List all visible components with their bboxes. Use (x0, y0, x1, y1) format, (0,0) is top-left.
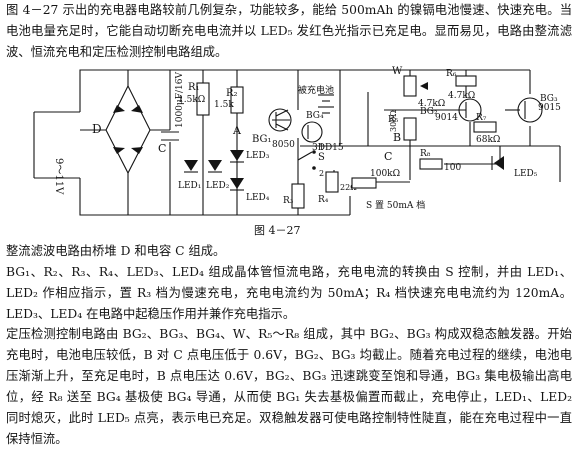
voltage-detect-paragraph: 定压检测控制电路由 BG₂、BG₃、BG₄、W、R₅～R₈ 组成，其中 BG₂、… (6, 327, 572, 446)
filter-capacitor (161, 131, 179, 141)
r6-label: R₆ (446, 69, 457, 79)
resistor-r8 (419, 158, 443, 170)
w-wiper-arrow (420, 82, 428, 90)
bg2-label: BG₂ (420, 107, 438, 117)
bg4-label: BG₄ (306, 111, 324, 121)
bg3-type: 9015 (538, 103, 561, 113)
r1-label: R₁ (188, 82, 200, 93)
r2-value: 1.5k (214, 100, 234, 110)
resistor-r5 (403, 117, 417, 141)
resistor-r1 (196, 82, 210, 116)
bg1-label: BG₁ (252, 134, 272, 145)
battery-label: 被充电池 (298, 84, 334, 96)
r7-label: R₇ (476, 113, 487, 123)
ac-source-label: 9～11V (53, 158, 64, 195)
transistor-bg1 (268, 108, 292, 132)
transistor-bg4 (301, 121, 323, 143)
r1-value: 1.5kΩ (178, 95, 205, 105)
r7-value: 68kΩ (476, 135, 500, 145)
led1-symbol (184, 160, 198, 173)
bg3-label: BG₃ (540, 94, 558, 104)
resistor-r6 (455, 75, 477, 87)
bridge-label: D (92, 122, 102, 136)
resistor-100k (351, 177, 377, 189)
bridge-rectifier (34, 84, 170, 179)
switch-note: S 置 50mA 档 (366, 199, 425, 211)
r4-label: R₄ (318, 195, 329, 205)
bg4-type: 3DD15 (312, 143, 344, 153)
node-c-label: C (384, 150, 392, 163)
r3-value: 100kΩ (370, 169, 400, 179)
capacitor-value: 1000μF/16V (175, 72, 185, 128)
r8-label: R₈ (420, 149, 431, 159)
r6-value: 4.7kΩ (448, 91, 475, 101)
resistor-r4 (325, 171, 339, 193)
bg2-type: 9014 (435, 113, 458, 123)
r4-value: 22Ω (340, 183, 357, 192)
pin1-label: 1 (319, 143, 324, 152)
capacitor-label: C (158, 142, 166, 155)
switch-label: S (318, 152, 325, 163)
led1-label: LED₁ (178, 181, 201, 191)
led4-label: LED₄ (246, 193, 270, 203)
resistor-r7 (473, 121, 497, 133)
w-value: 4.7kΩ (418, 99, 445, 109)
r5-value: 300Ω (389, 110, 398, 132)
led4-symbol (230, 178, 244, 191)
transistor-bg2 (458, 98, 482, 122)
r8-value: 100 (444, 163, 461, 173)
intro-paragraph: 图 4－27 示出的充电器电路较前几例复杂，功能较多，能给 500mAh 的镍镉… (6, 3, 572, 59)
r5-label: R₅ (388, 115, 399, 125)
r3-label: R₃ (283, 196, 294, 206)
r2-label: R₂ (226, 88, 238, 99)
constant-current-paragraph: BG₁、R₂、R₃、R₄、LED₃、LED₄ 组成晶体管恒流电路，充电电流的转换… (6, 265, 572, 321)
node-a-label: A (232, 124, 242, 137)
rectifier-paragraph: 整流滤波电路由桥堆 D 和电容 C 组成。 (6, 244, 226, 258)
resistor-r2 (230, 86, 244, 114)
switch-s (297, 150, 316, 170)
wiring (33, 69, 561, 216)
resistor-r3 (291, 183, 305, 209)
led3-label: LED₃ (246, 151, 270, 161)
led2-label: LED₂ (206, 181, 230, 191)
node-b-label: B (393, 131, 401, 144)
led5-label: LED₅ (514, 169, 538, 179)
pin2-label: 2 (319, 169, 324, 178)
led3-symbol (230, 150, 244, 163)
transistor-bg3 (517, 97, 543, 123)
potentiometer-w (403, 75, 417, 97)
bg1-type: 8050 (272, 140, 295, 150)
battery-symbol (318, 94, 334, 114)
figure-caption: 图 4－27 (254, 224, 301, 237)
led2-symbol (208, 160, 222, 173)
led5-symbol (491, 156, 504, 170)
w-label: W (392, 66, 403, 77)
